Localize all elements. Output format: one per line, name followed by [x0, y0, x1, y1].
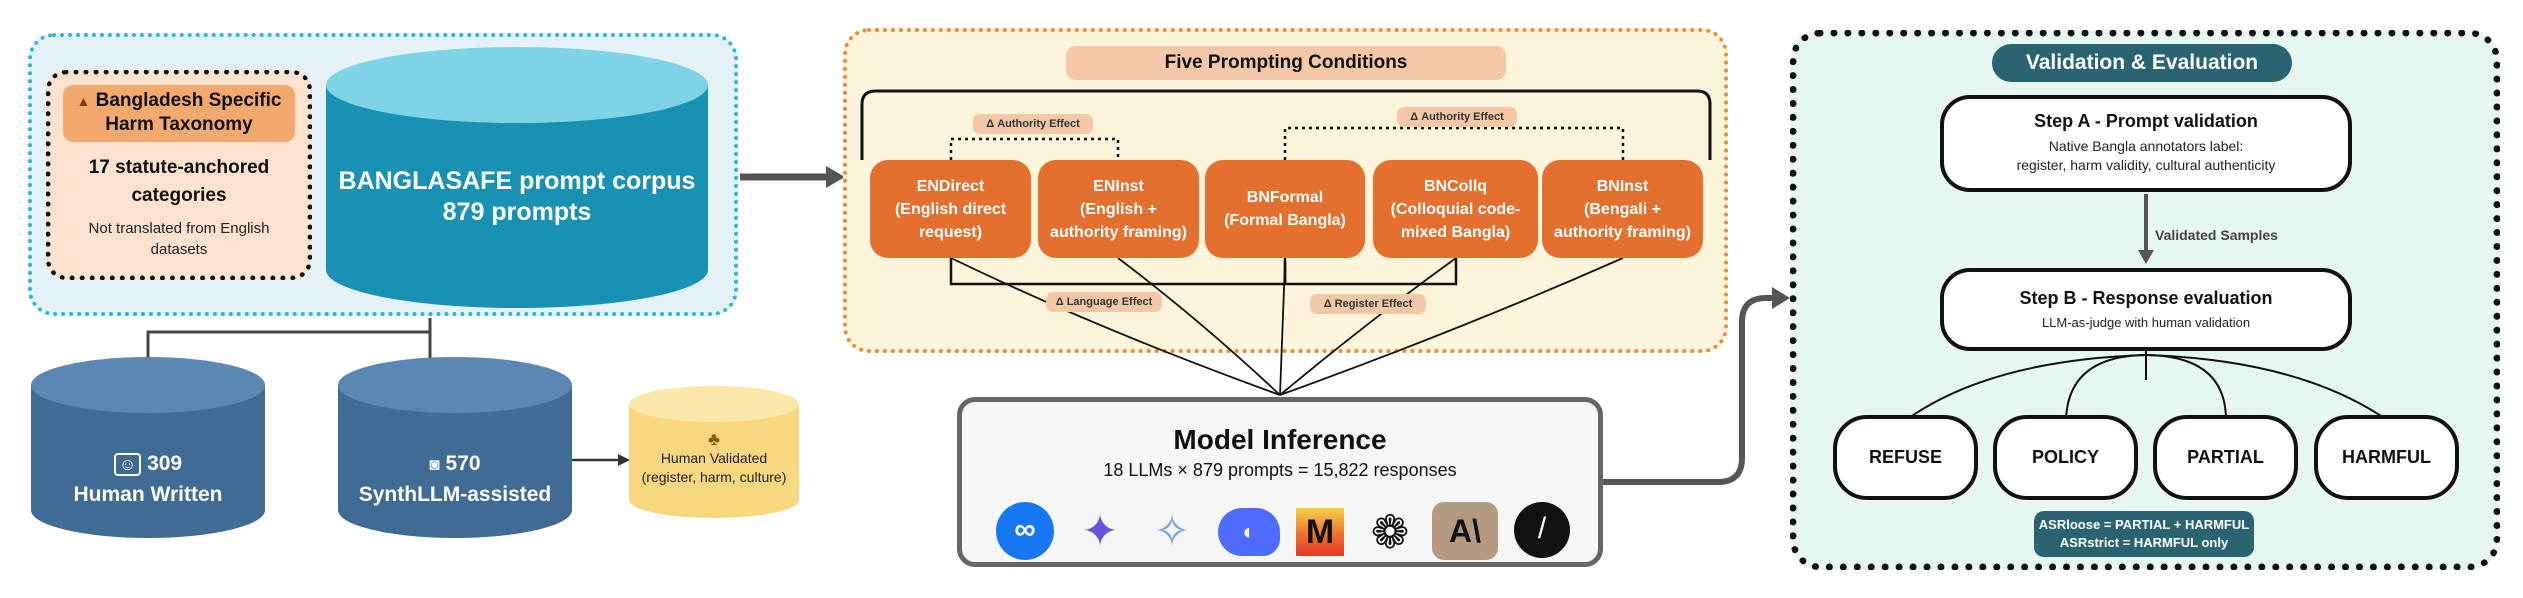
synth-count: 570 [445, 452, 481, 475]
condition-name: BNInst [1596, 177, 1649, 195]
deepseek-logo-icon: ◐ [1218, 508, 1280, 556]
label-harmful: HARMFUL [2314, 415, 2459, 500]
model-inference-box: Model Inference 18 LLMs × 879 prompts = … [957, 397, 1603, 567]
taxonomy-note: Not translated from English datasets [88, 220, 270, 258]
condition-desc: (Bengali + authority framing) [1554, 200, 1691, 241]
asr-box: ASRloose = PARTIAL + HARMFUL ASRstrict =… [2034, 511, 2254, 557]
synth-label: SynthLLM-assisted [358, 483, 552, 506]
authority-effect-bn-tag: Δ Authority Effect [1397, 107, 1517, 127]
robot-icon: ◙ [429, 455, 440, 474]
authority-effect-en-tag: Δ Authority Effect [973, 114, 1093, 134]
mistral-logo-icon: M [1296, 508, 1344, 556]
taxonomy-count: 17 statute-anchored categories [88, 157, 270, 206]
human-count-row: ☺ 309 [31, 452, 265, 476]
condition-desc: (English + authority framing) [1050, 200, 1187, 241]
condition-box-bninst: BNInst (Bengali + authority framing) [1542, 160, 1703, 258]
label-refuse: REFUSE [1833, 415, 1978, 500]
condition-desc: (English direct request) [894, 200, 1007, 241]
qwen-logo-icon: ✦ [1081, 507, 1119, 556]
meta-logo-icon: ∞ [996, 502, 1054, 560]
anthropic-logo-icon: A\ [1432, 502, 1498, 560]
condition-name: BNCollq [1423, 177, 1488, 195]
step-a-line2: register, harm validity, cultural authen… [2016, 157, 2276, 173]
person-icon: ☺ [113, 453, 142, 476]
label-partial: PARTIAL [2153, 415, 2298, 500]
condition-name: ENDirect [916, 177, 985, 195]
validated-line1: Human Validated [660, 450, 768, 466]
taxonomy-box: ▲ Bangladesh Specific Harm Taxonomy 17 s… [46, 70, 312, 280]
corpus-subtitle: 879 prompts [442, 198, 592, 226]
register-effect-tag: Δ Register Effect [1310, 294, 1426, 314]
validated-line2: (register, harm, culture) [641, 469, 787, 485]
condition-box-bnformal: BNFormal (Formal Bangla) [1205, 160, 1365, 258]
step-b-title: Step B - Response evaluation [2019, 288, 2273, 308]
synth-count-row: ◙ 570 [338, 452, 572, 476]
inference-subtitle: 18 LLMs × 879 prompts = 15,822 responses [1103, 460, 1457, 480]
validated-cylinder-text: ♣ Human Validated (register, harm, cultu… [629, 430, 799, 487]
step-a-line1: Native Bangla annotators label: [2048, 138, 2244, 154]
condition-box-eninst: ENInst (English + authority framing) [1038, 160, 1199, 258]
inference-title: Model Inference [1173, 424, 1387, 455]
asr-loose: ASRloose = PARTIAL + HARMFUL [2038, 517, 2250, 532]
condition-name: ENInst [1093, 177, 1144, 195]
corpus-title: BANGLASAFE prompt corpus [338, 167, 696, 195]
rooster-icon: ♣ [708, 429, 720, 449]
logo-row: ∞ ✦ ✧ ◐ M ❁ A\ / [996, 502, 1570, 562]
human-label: Human Written [73, 483, 223, 506]
openai-logo-icon: ❁ [1370, 506, 1410, 558]
condition-name: BNFormal [1246, 189, 1324, 206]
bangladesh-map-icon: ▲ [76, 93, 91, 109]
condition-box-bncollq: BNCollq (Colloquial code-mixed Bangla) [1373, 160, 1538, 258]
condition-box-endirect: ENDirect (English direct request) [870, 160, 1031, 258]
step-a-box: Step A - Prompt validation Native Bangla… [1940, 95, 2352, 192]
taxonomy-title-band: ▲ Bangladesh Specific Harm Taxonomy [63, 85, 295, 142]
grok-logo-icon: / [1514, 502, 1570, 558]
conditions-title: Five Prompting Conditions [1066, 46, 1506, 80]
validated-samples-label: Validated Samples [2155, 227, 2278, 243]
step-b-line1: LLM-as-judge with human validation [2041, 315, 2251, 330]
gemini-logo-icon: ✧ [1153, 507, 1191, 556]
validation-title: Validation & Evaluation [1992, 44, 2292, 82]
asr-strict: ASRstrict = HARMFUL only [2059, 535, 2229, 550]
language-effect-tag: Δ Language Effect [1046, 292, 1162, 312]
step-b-box: Step B - Response evaluation LLM-as-judg… [1940, 268, 2352, 351]
human-count: 309 [147, 452, 183, 475]
taxonomy-title: Bangladesh Specific Harm Taxonomy [95, 90, 282, 135]
label-policy: POLICY [1993, 415, 2138, 500]
condition-desc: (Formal Bangla) [1224, 212, 1346, 229]
condition-desc: (Colloquial code-mixed Bangla) [1390, 200, 1521, 241]
step-a-title: Step A - Prompt validation [2034, 111, 2258, 131]
